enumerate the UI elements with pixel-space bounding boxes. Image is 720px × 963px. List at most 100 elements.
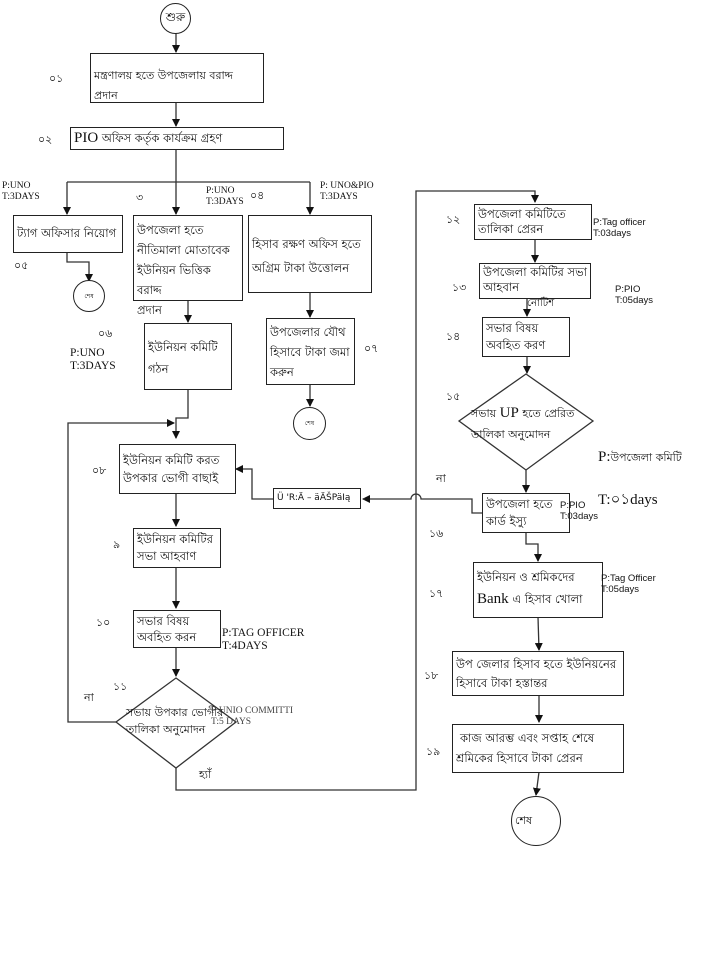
step-03-line1: উপজেলা হতে [137,223,204,237]
step-14-line2: অবহিত করণ [486,338,546,352]
end-label-final: শেষ [515,813,533,827]
decision-15-line1-up: UP [499,405,519,421]
end-node-07: শেষ [293,407,326,440]
step-08-line2: উপকার ভোগী বাছাই [123,471,219,485]
step-number-16: ১৬ [429,527,444,540]
step-number-08: ০৮ [92,464,107,477]
step-18-line1: উপ জেলার হিসাব হতে ইউনিয়নের [456,657,617,671]
return-box-text: Ü 'R:Ä – äÄŠPäIą [277,493,351,503]
step-number-19: ১৯ [426,745,441,758]
step-10-line1: সভার বিষয় [137,614,190,628]
start-label: শুরু [165,9,186,24]
step-15-resp-p-text: উপজেলা কমিটি [610,451,682,465]
arrow-06-08 [172,389,189,439]
step-number-12: ১২ [446,213,461,226]
step-05-responsibility: P:UNO T:3DAYS [2,181,40,202]
step-05-box: ট্যাগ অফিসার নিয়োগ [13,215,123,253]
step-10-box: সভার বিষয় অবহিত করন [133,610,221,648]
step-06-responsibility: P:UNO T:3DAYS [70,347,116,373]
step-01-box: মন্ত্রণালয় হতে উপজেলায় বরাদ্দ প্রদান [90,53,264,103]
step-number-07: ০৭ [364,342,379,355]
step-01-text: মন্ত্রণালয় হতে উপজেলায় বরাদ্দ প্রদান [94,69,233,102]
step-16-responsibility: P:PIO T:03days [560,500,599,522]
step-09-box: ইউনিয়ন কমিটির সভা আহবাণ [133,528,221,568]
decision-15-line1-prefix: সভায় [471,407,500,420]
return-box: Ü 'R:Ä – äÄŠPäIą [273,488,361,509]
step-19-line2: শ্রমিকের হিসাবে টাকা প্রেরন [456,751,583,765]
step-10-line2: অবহিত করন [137,630,197,644]
arrow-17-18 [534,616,543,651]
arrow-11-yes-12 [175,190,539,791]
decision-15-line1-suffix: হতে প্রেরিত [518,407,575,420]
arrow-16-17 [525,532,542,562]
step-15-resp-t: T:০১days [598,491,658,508]
step-number-03: ৩ [136,191,144,204]
step-13-line2: আহবান [483,280,520,294]
step-12-line2: তালিকা প্রেরন [478,222,544,236]
step-16-line1: উপজেলা হতে [486,497,553,511]
step-18-box: উপ জেলার হিসাব হতে ইউনিয়নের হিসাবে টাকা… [452,651,624,696]
step-number-10: ১০ [96,616,111,629]
step-17-responsibility: P:Tag Officer T:05days [601,573,656,595]
step-02-box: PIO অফিস কর্তৃক কার্যক্রম গ্রহণ [70,127,284,150]
step-03-line4: প্রদান [137,303,162,317]
step-18-line2: হিসাবে টাকা হস্তান্তর [456,676,548,690]
step-number-14: ১৪ [446,330,461,343]
step-05-text: ট্যাগ অফিসার নিয়োগ [17,226,117,240]
step-13-responsibility: P:PIO T:05days [615,284,654,306]
arrow-11-no-loop [67,419,175,723]
step-number-09: ৯ [113,538,121,551]
decision-11-line2: তালিকা অনুমোদন [126,723,206,736]
step-07-line2: হিসাবে টাকা জমা [270,345,350,359]
step-19-line1: কাজ আরম্ভ এবং সপ্তাহ শেষে [460,731,595,745]
step-02-text-prefix: PIO [74,130,99,146]
step-04-line1: হিসাব রক্ষণ অফিস হতে [252,237,361,251]
step-09-line2: সভা আহবাণ [137,549,197,563]
step-number-02: ০২ [38,133,53,146]
step-02-text: অফিস কর্তৃক কার্যক্রম গ্রহণ [98,131,223,145]
step-11-responsibility: P:UNIO COMMITTI T:5 DAYS [211,706,294,727]
step-03-line2: নীতিমালা মোতাবেক [137,243,230,257]
start-node: শুরু [160,3,191,34]
step-03-box: উপজেলা হতে নীতিমালা মোতাবেক ইউনিয়ন ভিত্… [133,215,243,317]
step-13-line1: উপজেলা কমিটির সভা [483,265,587,279]
step-number-17: ১৭ [429,587,444,600]
step-04-responsibility: P: UNO&PIO T:3DAYS [320,181,374,202]
step-07-line3: করুন [270,365,294,379]
step-17-line1: ইউনিয়ন ও শ্রমিকদের [477,570,575,584]
decision-11-line1: সভায় উপকার ভোগীর [126,706,224,719]
decision-15-no-label: না [436,472,446,485]
decision-11-text: সভায় উপকার ভোগীর তালিকা অনুমোদন [126,704,223,738]
step-12-box: উপজেলা কমিটিতে তালিকা প্রেরন [474,204,592,240]
step-number-15: ১৫ [446,390,461,403]
step-16-line2: কার্ড ইস্যু [486,514,527,528]
step-06-box: ইউনিয়ন কমিটি গঠন [144,323,232,390]
decision-11-diamond [114,677,238,769]
decision-11-no-label: না [84,691,94,704]
step-number-18: ১৮ [424,669,439,682]
step-03-responsibility: P:UNO T:3DAYS [206,186,244,207]
step-number-11: ১১ [113,680,128,693]
step-07-box: উপজেলার যৌথ হিসাবে টাকা জমা করুন [266,318,355,385]
step-07-line1: উপজেলার যৌথ [270,325,346,339]
step-15-resp-p-prefix: P: [598,449,611,466]
step-17-line2-prefix: Bank [477,591,509,607]
step-04-line2: অগ্রিম টাকা উত্তোলন [252,261,350,275]
decision-15-line1: সভায় UP হতে প্রেরিত [471,403,574,424]
step-14-box: সভার বিষয় অবহিত করণ [482,317,570,357]
end-label-05: শেষ [84,292,94,300]
step-17-line2: এ হিসাব খোলা [508,592,583,606]
step-number-06: ০৬ [98,327,113,340]
step-06-line1: ইউনিয়ন কমিটি [148,340,218,354]
step-number-05: ০৫ [14,259,29,272]
end-node-05: শেষ [73,280,105,312]
step-08-box: ইউনিয়ন কমিটি করত উপকার ভোগী বাছাই [119,444,236,494]
step-12-line1: উপজেলা কমিটিতে [478,207,566,221]
step-09-line1: ইউনিয়ন কমিটির [137,532,213,546]
end-label-07: শেষ [304,420,315,427]
step-number-01: ০১ [49,72,64,85]
decision-15-diamond [457,373,595,471]
step-15-responsibility: P:উপজেলা কমিটি T:০১days [598,424,682,522]
arrow-16-return [362,493,483,514]
